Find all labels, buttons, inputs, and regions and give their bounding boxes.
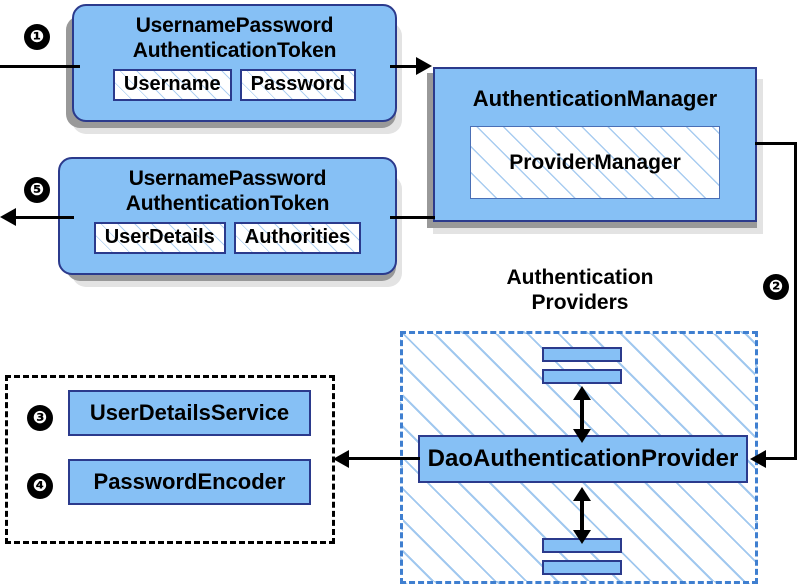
token-to-manager-line (390, 65, 428, 68)
step-4-badge: ❹ (27, 473, 53, 499)
step-1-badge: ❶ (24, 24, 50, 50)
userdetails-field: UserDetails (93, 222, 226, 254)
userdetails-service-label: UserDetailsService (89, 400, 290, 425)
provider-link-arrow-top-down (573, 429, 591, 443)
authorities-field: Authorities (233, 222, 362, 254)
provider-link-arrow-top-up (573, 386, 591, 400)
provider-manager-box: ProviderManager (470, 126, 720, 199)
step-2-badge: ❷ (763, 274, 789, 300)
request-token-title: UsernamePassword AuthenticationToken (132, 13, 337, 63)
provider-to-beans-line (348, 457, 420, 460)
manager-to-provider-line-horizontal-top (755, 142, 797, 145)
other-provider-box-4 (542, 560, 622, 575)
token-to-manager-arrowhead (416, 57, 432, 75)
request-token-fields: Username Password (112, 69, 357, 101)
response-token-title-line2: AuthenticationToken (125, 192, 330, 215)
incoming-request-line (0, 65, 80, 68)
provider-link-arrow-bottom-up (573, 487, 591, 501)
authentication-manager-box: AuthenticationManager ProviderManager (433, 67, 757, 222)
other-provider-box-1 (542, 347, 622, 362)
outgoing-response-arrowhead (0, 208, 16, 226)
password-field: Password (239, 69, 357, 101)
manager-to-provider-line-vertical (794, 142, 797, 460)
provider-link-line-bottom (580, 494, 584, 536)
response-authentication-token: UsernamePassword AuthenticationToken Use… (58, 157, 397, 275)
authentication-providers-label-line2: Providers (531, 291, 629, 314)
userdetails-service-box: UserDetailsService (68, 390, 311, 436)
request-authentication-token: UsernamePassword AuthenticationToken Use… (72, 4, 397, 122)
step-5-badge: ❺ (24, 177, 50, 203)
manager-to-provider-arrowhead (750, 450, 766, 468)
authentication-manager-title: AuthenticationManager (472, 86, 718, 111)
username-field: Username (112, 69, 232, 101)
provider-manager-label: ProviderManager (509, 150, 681, 174)
manager-to-response-token-line (390, 216, 435, 219)
request-token-title-line1: UsernamePassword (135, 14, 334, 37)
dao-authentication-provider-label: DaoAuthenticationProvider (427, 445, 739, 472)
password-encoder-box: PasswordEncoder (68, 459, 311, 505)
provider-link-line-top (580, 392, 584, 434)
authentication-providers-label: Authentication Providers (470, 265, 690, 315)
response-token-fields: UserDetails Authorities (93, 222, 362, 254)
manager-to-provider-line-horizontal-bottom (765, 457, 797, 460)
dao-authentication-provider-box: DaoAuthenticationProvider (418, 435, 748, 483)
step-3-badge: ❸ (27, 405, 53, 431)
response-token-title: UsernamePassword AuthenticationToken (125, 166, 330, 216)
provider-link-arrow-bottom-down (573, 530, 591, 544)
authentication-providers-label-line1: Authentication (506, 266, 654, 289)
outgoing-response-line (14, 216, 74, 219)
provider-to-beans-arrowhead (333, 450, 349, 468)
request-token-title-line2: AuthenticationToken (132, 39, 337, 62)
response-token-title-line1: UsernamePassword (128, 167, 327, 190)
password-encoder-label: PasswordEncoder (93, 469, 286, 494)
other-provider-box-2 (542, 369, 622, 384)
